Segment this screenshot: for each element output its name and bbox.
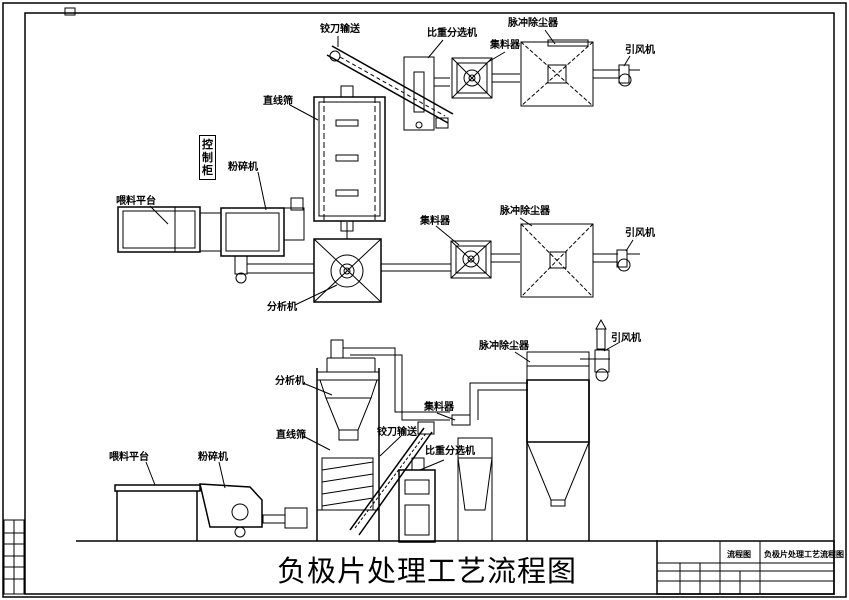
label-top-induced-fan-2: 引风机 — [625, 228, 655, 239]
front-collector — [451, 382, 528, 541]
label-top-feeding-platform: 喂料平台 — [116, 196, 156, 207]
label-top-collector-2: 集料器 — [420, 216, 450, 227]
front-auger-conveyor — [349, 421, 435, 536]
label-front-induced-fan: 引风机 — [611, 333, 641, 344]
label-top-induced-fan-1: 引风机 — [625, 45, 655, 56]
left-revision-strip — [3, 519, 25, 595]
title-block-project-name: 负极片处理工艺流程图 — [764, 550, 844, 559]
label-top-linear-screen: 直线筛 — [263, 96, 293, 107]
top-collector-1 — [451, 57, 520, 99]
label-top-auger-conveyor: 铰刀输送 — [320, 24, 360, 35]
top-analyzer — [313, 222, 382, 303]
front-linear-screen — [317, 457, 379, 511]
page-title: 负极片处理工艺流程图 — [277, 554, 578, 588]
top-crusher — [220, 197, 305, 284]
label-front-gravity-separator: 比重分选机 — [425, 446, 475, 457]
front-induced-fan — [594, 318, 610, 382]
label-top-pulse-dust-collector-2: 脉冲除尘器 — [500, 206, 550, 217]
label-top-gravity-separator: 比重分选机 — [427, 28, 477, 39]
label-front-linear-screen: 直线筛 — [276, 430, 306, 441]
top-linear-screen — [313, 85, 386, 232]
top-pulse-dust-collector-1 — [520, 39, 620, 107]
label-front-pulse-dust-collector: 脉冲除尘器 — [479, 341, 529, 352]
top-induced-fan-2 — [616, 249, 640, 272]
label-front-feeding-platform: 喂料平台 — [109, 452, 149, 463]
top-collector-2 — [450, 240, 520, 279]
label-control-cabinet: 控制柜 — [199, 135, 216, 180]
label-top-analyzer: 分析机 — [267, 302, 297, 313]
label-top-crusher: 粉碎机 — [228, 162, 258, 173]
front-feeding-platform — [114, 484, 201, 541]
top-induced-fan-1 — [618, 64, 640, 87]
label-top-collector-1: 集料器 — [490, 40, 520, 51]
front-gravity-separator — [398, 457, 436, 543]
label-front-collector: 集料器 — [424, 402, 454, 413]
top-pulse-dust-collector-2 — [520, 223, 618, 298]
top-auger-conveyor — [326, 45, 454, 129]
front-analyzer-tower — [316, 339, 380, 541]
label-front-auger-conveyor: 铰刀输送 — [377, 427, 417, 438]
label-front-crusher: 粉碎机 — [198, 452, 228, 463]
label-front-analyzer: 分析机 — [275, 376, 305, 387]
title-block-drawing-name: 流程图 — [727, 550, 751, 559]
label-top-pulse-dust-collector-1: 脉冲除尘器 — [508, 18, 558, 29]
front-crusher — [199, 483, 318, 542]
title-block — [656, 540, 835, 595]
top-gravity-separator — [403, 56, 450, 131]
top-feeding-platform — [117, 206, 222, 253]
front-pulse-dust-collector — [526, 351, 610, 541]
